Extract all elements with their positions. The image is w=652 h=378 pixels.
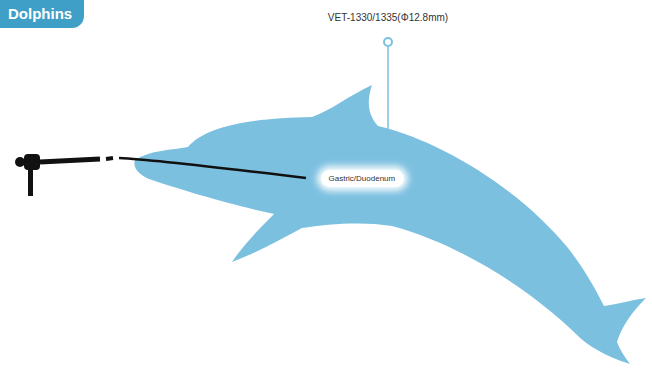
leader-line bbox=[387, 40, 389, 164]
model-label: VET-1330/1335(Φ12.8mm) bbox=[328, 12, 448, 23]
organ-label-box: Gastric/Duodenum bbox=[321, 170, 404, 187]
leader-dot bbox=[384, 38, 392, 46]
node-text: Gastric/Duodenum bbox=[329, 174, 396, 183]
endoscope bbox=[15, 154, 306, 196]
dolphin-silhouette bbox=[134, 85, 646, 364]
title-tab: Dolphins bbox=[0, 0, 84, 28]
